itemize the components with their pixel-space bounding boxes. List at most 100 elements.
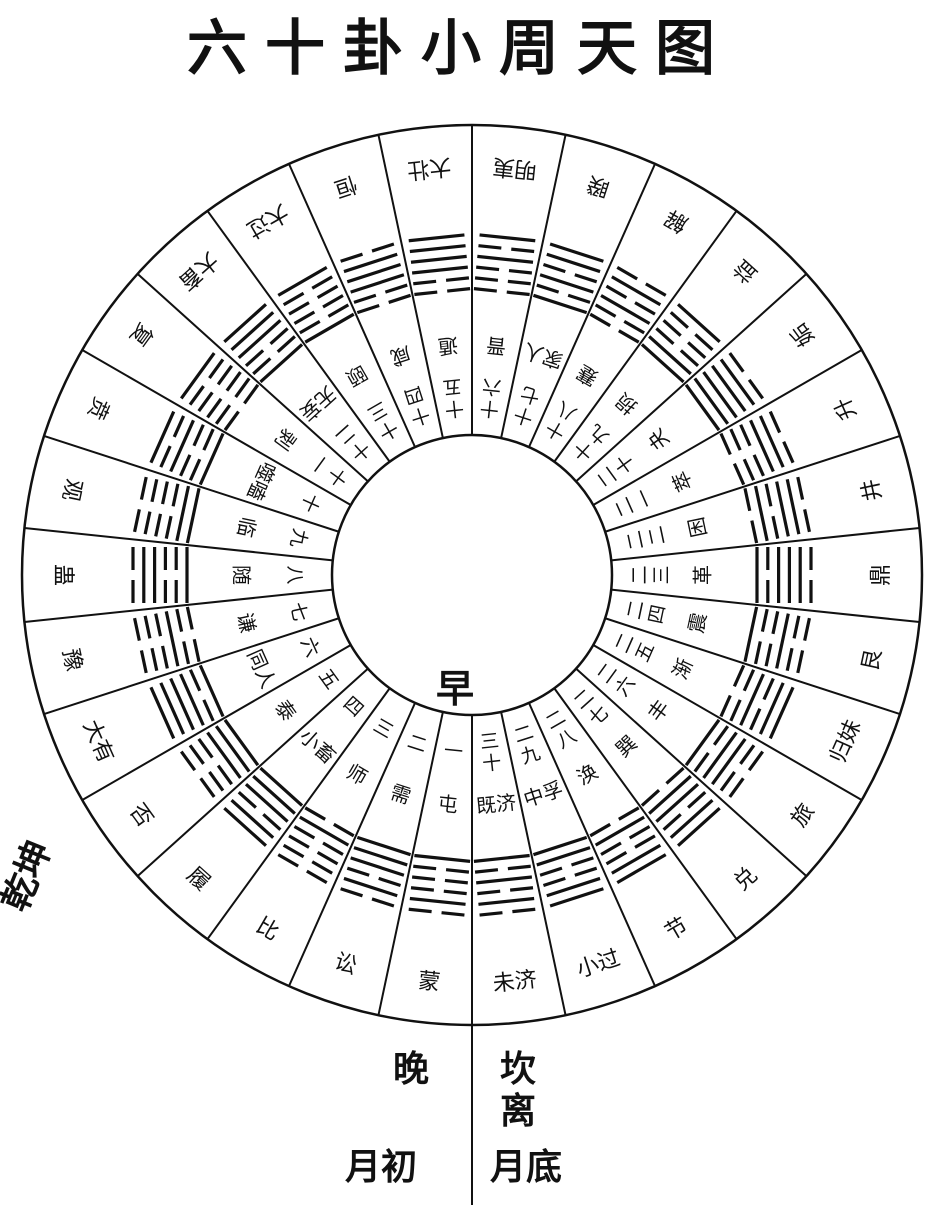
yin-line	[322, 294, 344, 309]
yin-line	[244, 349, 265, 368]
yin-line	[150, 479, 159, 503]
inner-hexagram-name: 家人	[521, 338, 566, 373]
sector-divider	[575, 273, 808, 483]
outer-hexagram-name: 姤	[787, 318, 820, 351]
sector-divider	[377, 134, 444, 439]
yang-line	[356, 835, 412, 857]
sector-divider	[43, 617, 340, 716]
hexagram-symbol	[532, 835, 604, 908]
yin-line	[304, 806, 326, 821]
yin-line	[693, 751, 710, 773]
yin-line	[679, 349, 700, 368]
yin-line	[340, 252, 363, 263]
inner-hexagram-name: 师	[342, 759, 371, 790]
yin-line	[197, 737, 214, 759]
hexagram-symbol	[223, 303, 304, 384]
yin-line	[299, 319, 321, 335]
yin-line	[171, 483, 180, 507]
yin-line	[139, 476, 148, 500]
label-yue-di: 月底	[490, 1147, 563, 1188]
hexagram-symbol	[640, 303, 721, 384]
yin-line	[539, 866, 563, 877]
yin-line	[782, 441, 795, 464]
outer-hexagram-name: 睽	[584, 170, 613, 201]
outer-hexagram-name: 大过	[242, 199, 293, 243]
sector-number: 九	[286, 527, 311, 550]
yang-line	[616, 853, 667, 884]
inner-hexagram-name: 剥	[270, 424, 301, 454]
inner-hexagram-name: 损	[611, 388, 642, 419]
sector-divider	[592, 644, 863, 801]
yang-line	[711, 364, 747, 413]
inner-hexagram-name: 夬	[643, 424, 674, 454]
yin-line	[206, 397, 223, 419]
sector-number: 八	[284, 565, 306, 584]
sector-number: 六	[481, 375, 502, 399]
yang-line	[536, 846, 591, 867]
inner-hexagram-name: 晋	[485, 333, 507, 359]
hexagram-symbol	[180, 352, 260, 432]
yin-line	[628, 825, 651, 840]
yang-line	[164, 611, 180, 667]
hexagram-symbol	[133, 606, 201, 674]
yin-line	[243, 383, 260, 405]
sector-divider	[592, 349, 863, 506]
yin-line	[753, 641, 762, 665]
sector-divider	[24, 526, 333, 562]
yin-line	[282, 843, 305, 859]
yang-line	[768, 686, 795, 740]
label-kan: 坎	[500, 1049, 537, 1090]
yang-line	[549, 242, 604, 263]
yin-line	[316, 284, 339, 300]
yang-line	[414, 853, 471, 863]
sector-divider	[500, 134, 567, 439]
yang-line	[343, 876, 398, 898]
inner-hexagram-name: 无妄	[295, 381, 341, 426]
yin-line	[796, 476, 805, 500]
yin-line	[542, 262, 566, 274]
inner-hexagram-name: 既济	[475, 790, 517, 818]
outer-hexagram-name: 鼎	[869, 564, 894, 586]
yang-line	[410, 254, 467, 264]
hexagram-symbol	[131, 547, 189, 603]
yang-line	[411, 265, 468, 275]
outer-hexagram-name: 升	[830, 393, 862, 423]
yin-line	[764, 643, 773, 667]
yin-line	[447, 287, 471, 293]
yin-line	[143, 615, 152, 639]
yang-line	[775, 481, 790, 537]
yin-line	[728, 777, 745, 798]
inner-hexagram-name: 困	[684, 515, 712, 540]
yang-line	[259, 343, 304, 384]
yin-line	[687, 790, 707, 809]
yin-line	[199, 777, 216, 798]
yang-line	[244, 782, 289, 823]
yin-line	[277, 853, 299, 868]
yin-line	[413, 864, 437, 871]
yin-line	[762, 677, 775, 701]
sector-divider	[81, 349, 352, 506]
outer-hexagram-name: 蒙	[417, 969, 442, 996]
sector-10: 贲噬嗑十	[82, 393, 324, 516]
sector-number: 二	[623, 598, 648, 621]
sector-number: 四	[645, 603, 670, 626]
yang-line	[711, 737, 747, 786]
yin-line	[478, 244, 502, 250]
yin-line	[133, 509, 141, 533]
yin-line	[252, 357, 272, 376]
yang-line	[684, 718, 721, 767]
yin-line	[340, 887, 363, 898]
yin-line	[216, 764, 233, 786]
yin-line	[803, 509, 811, 533]
yin-line	[655, 327, 675, 345]
hexagram-symbol	[684, 718, 764, 798]
sector-divider	[136, 667, 369, 877]
yang-line	[223, 718, 260, 767]
hexagram-symbol	[719, 410, 795, 486]
yang-line	[753, 485, 769, 542]
yin-line	[443, 889, 467, 896]
yin-line	[188, 385, 205, 406]
